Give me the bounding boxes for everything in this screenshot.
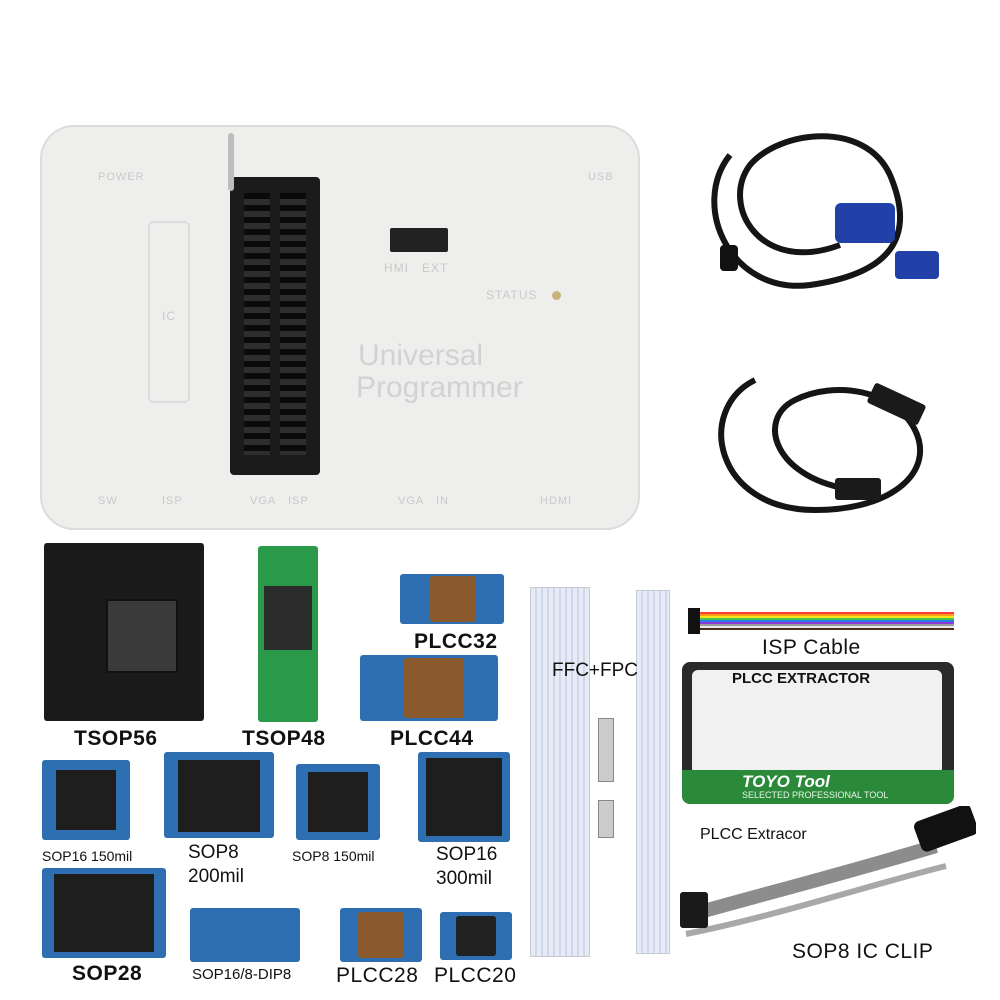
zif-socket bbox=[230, 177, 320, 475]
sop28-adapter bbox=[42, 868, 166, 958]
plcc28-label: PLCC28 bbox=[336, 964, 419, 987]
sop16-150-adapter bbox=[42, 760, 130, 840]
power-label: POWER bbox=[98, 171, 145, 183]
plcc44-adapter bbox=[360, 655, 498, 721]
sop16-150-socket bbox=[56, 770, 116, 830]
tsop56-socket bbox=[106, 599, 178, 673]
vga-connector-2 bbox=[895, 251, 939, 279]
ic-guide: IC bbox=[148, 221, 190, 403]
zif-lever bbox=[228, 133, 234, 191]
vga-label-1: VGA bbox=[250, 495, 277, 507]
usb-label: USB bbox=[588, 171, 614, 183]
plcc44-label: PLCC44 bbox=[390, 727, 474, 750]
usb-connector-a bbox=[867, 383, 926, 425]
extractor-footer bbox=[682, 770, 954, 804]
ferrite-core bbox=[720, 245, 738, 271]
sop8-200-label-a: SOP8 bbox=[188, 842, 239, 863]
ic-label: IC bbox=[162, 309, 176, 323]
status-led bbox=[552, 291, 561, 300]
usb-connector-b bbox=[835, 478, 881, 500]
plcc20-socket bbox=[456, 916, 496, 956]
extractor-tagline: SELECTED PROFESSIONAL TOOL bbox=[742, 790, 889, 800]
plcc32-label: PLCC32 bbox=[414, 630, 498, 653]
plcc20-label: PLCC20 bbox=[434, 964, 517, 987]
zif-pins-left bbox=[244, 193, 270, 455]
sop8-clip bbox=[680, 806, 976, 937]
isp-connector bbox=[688, 608, 700, 634]
tsop48-socket bbox=[264, 586, 312, 650]
plcc28-adapter bbox=[340, 908, 422, 962]
zif-pins-right bbox=[280, 193, 306, 455]
plcc-extractor-label: PLCC Extracor bbox=[700, 826, 807, 843]
device-title-line2: Programmer bbox=[356, 371, 523, 404]
ffc-strip-2 bbox=[636, 590, 670, 954]
usb-cable bbox=[718, 377, 926, 514]
tsop48-label: TSOP48 bbox=[242, 727, 326, 750]
ext-label: EXT bbox=[422, 261, 449, 275]
vga-label-2: VGA bbox=[398, 495, 425, 507]
sop16-300-adapter bbox=[418, 752, 510, 842]
tsop56-label: TSOP56 bbox=[74, 727, 158, 750]
plcc-extractor-pack: PLCC EXTRACTOR TOYO Tool SELECTED PROFES… bbox=[682, 662, 954, 804]
sop8-150-socket bbox=[308, 772, 368, 832]
sw-label: SW bbox=[98, 495, 118, 507]
sop8-200-label-b: 200mil bbox=[188, 866, 244, 887]
sop28-socket bbox=[54, 874, 154, 952]
sop8-150-adapter bbox=[296, 764, 380, 840]
plcc44-socket bbox=[404, 658, 464, 718]
ffc-label: FFC+FPC bbox=[552, 660, 639, 681]
clip-head bbox=[914, 806, 976, 852]
clip-connector bbox=[680, 892, 708, 928]
sop16-150-label: SOP16 150mil bbox=[42, 848, 133, 864]
sop16-300-label-b: 300mil bbox=[436, 868, 492, 889]
extractor-brand: TOYO Tool bbox=[742, 772, 830, 791]
isp-label-2: ISP bbox=[288, 495, 309, 507]
plcc32-adapter bbox=[400, 574, 504, 624]
fpc-connector-1 bbox=[598, 718, 614, 782]
plcc20-adapter bbox=[440, 912, 512, 960]
ffc-strip-1 bbox=[530, 587, 590, 957]
sop8-200-adapter bbox=[164, 752, 274, 838]
sop16-300-label-a: SOP16 bbox=[436, 844, 498, 865]
extractor-header: PLCC EXTRACTOR bbox=[732, 670, 871, 687]
sop8-150-label: SOP8 150mil bbox=[292, 848, 375, 864]
hdmi-label: HDMI bbox=[540, 495, 573, 507]
sop8-200-socket bbox=[178, 760, 260, 832]
device-title-line1: Universal bbox=[358, 339, 484, 372]
hmi-label: HMI bbox=[384, 261, 409, 275]
plcc28-socket bbox=[358, 912, 404, 958]
in-label: IN bbox=[436, 495, 449, 507]
status-label: STATUS bbox=[486, 288, 538, 302]
hmi-ext-header bbox=[390, 228, 448, 252]
sop16-300-socket bbox=[426, 758, 502, 836]
sop28-label: SOP28 bbox=[72, 962, 143, 985]
sop8-clip-label: SOP8 IC CLIP bbox=[792, 940, 934, 963]
tsop48-adapter bbox=[258, 546, 318, 722]
tsop56-adapter bbox=[44, 543, 204, 721]
isp-label-1: ISP bbox=[162, 495, 183, 507]
sop16-dip8-adapter bbox=[190, 908, 300, 962]
extractor-window bbox=[692, 670, 942, 774]
plcc32-socket bbox=[430, 576, 476, 622]
vga-cable bbox=[711, 133, 939, 289]
sop16-dip8-label: SOP16/8-DIP8 bbox=[192, 966, 292, 983]
vga-connector bbox=[835, 203, 895, 243]
programmer-unit: POWER USB IC HMI EXT STATUS Universal Pr… bbox=[40, 125, 640, 530]
isp-ribbon bbox=[700, 612, 954, 630]
fpc-connector-2 bbox=[598, 800, 614, 838]
isp-cable-label: ISP Cable bbox=[762, 636, 861, 659]
